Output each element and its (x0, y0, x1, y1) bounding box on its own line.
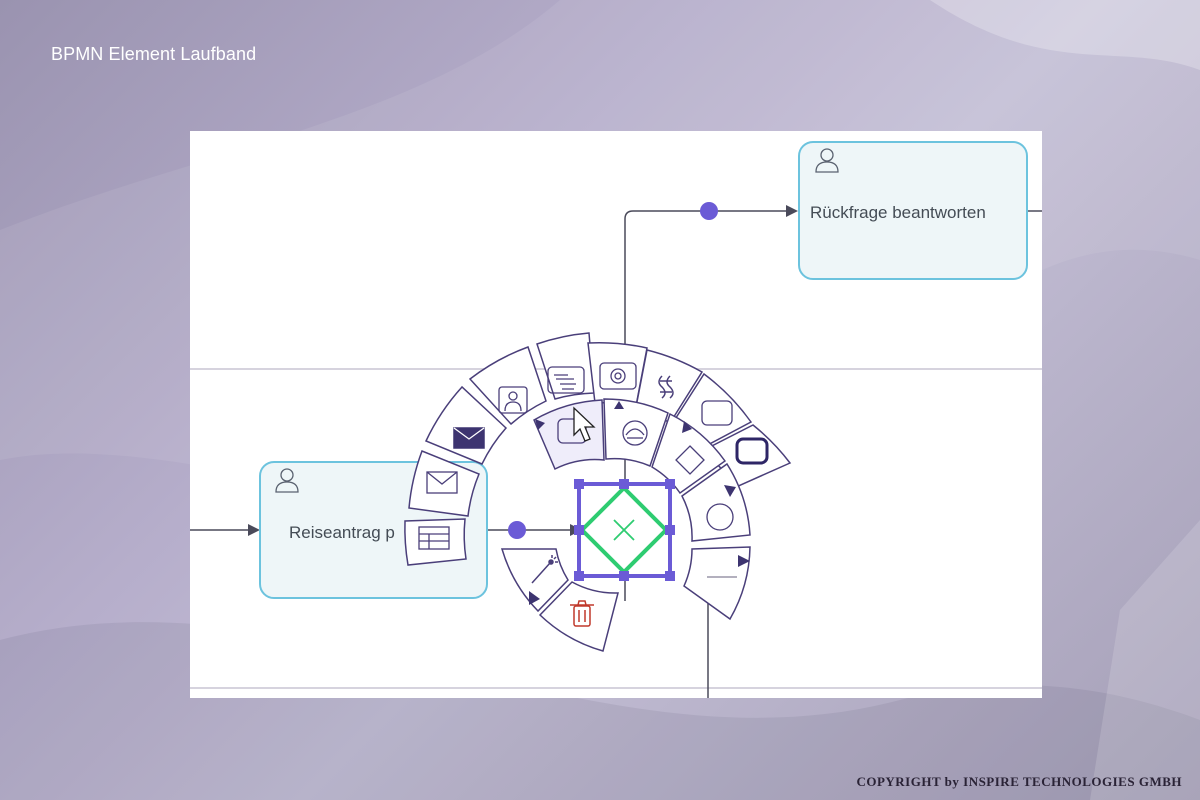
menu-item-timer-event[interactable] (603, 398, 669, 468)
magic-wand-icon (531, 555, 558, 584)
subprocess-icon (735, 437, 769, 465)
task-rueckfrage[interactable]: Rückfrage beantworten (798, 141, 1028, 280)
manual-task-icon (547, 366, 585, 394)
trash-icon (570, 600, 594, 627)
menu-item-sequence-task[interactable] (533, 399, 605, 471)
data-object-icon (418, 526, 450, 550)
menu-item-event[interactable] (681, 462, 751, 542)
message-catch-icon (426, 471, 458, 494)
user-icon (815, 148, 839, 173)
slide-title: BPMN Element Laufband (51, 44, 257, 64)
flow-connector-dot[interactable] (700, 202, 718, 220)
menu-item-data-object[interactable] (404, 518, 467, 566)
task-icon (701, 400, 733, 426)
menu-item-line[interactable] (683, 546, 751, 621)
mouse-cursor-icon (573, 406, 596, 442)
bpmn-canvas[interactable]: Rückfrage beantworten Reiseantrag p (190, 131, 1042, 698)
message-throw-icon (453, 427, 485, 449)
menu-item-message-throw[interactable] (424, 385, 508, 465)
user-task-icon (498, 386, 528, 414)
menu-item-manual-task[interactable] (536, 332, 595, 400)
script-task-icon (658, 375, 674, 399)
menu-item-message-catch[interactable] (408, 450, 480, 517)
exclusive-gateway[interactable] (574, 479, 675, 581)
menu-item-gateway[interactable] (651, 412, 727, 495)
timer-event-icon (622, 420, 648, 446)
user-icon (275, 468, 299, 493)
task-label: Rückfrage beantworten (810, 203, 986, 222)
menu-item-user-task[interactable] (468, 346, 547, 426)
radial-menu[interactable] (404, 332, 792, 652)
sequence-flow[interactable] (624, 205, 798, 601)
service-task-icon (599, 362, 637, 390)
menu-item-delete[interactable] (538, 581, 619, 652)
close-icon (613, 519, 635, 541)
resize-handles[interactable] (574, 479, 675, 581)
gateway-icon (675, 445, 705, 475)
copyright-notice: COPYRIGHT by INSPIRE TECHNOLOGIES GMBH (856, 774, 1182, 789)
task-label: Reiseantrag p (289, 523, 395, 542)
menu-item-magic-wand[interactable] (500, 548, 569, 613)
event-icon (706, 503, 734, 531)
flow-connector-dot[interactable] (508, 521, 526, 539)
